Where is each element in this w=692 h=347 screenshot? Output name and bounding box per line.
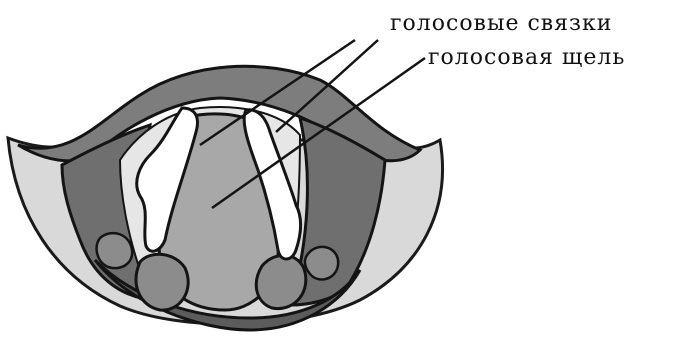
label-glottis: голосовая щель [428,45,625,70]
left-fold-knob [97,233,133,268]
label-vocal-cords: голосовые связки [390,11,612,36]
right-arytenoid [256,255,306,308]
right-fold-knob [305,247,338,280]
left-arytenoid [136,254,188,310]
